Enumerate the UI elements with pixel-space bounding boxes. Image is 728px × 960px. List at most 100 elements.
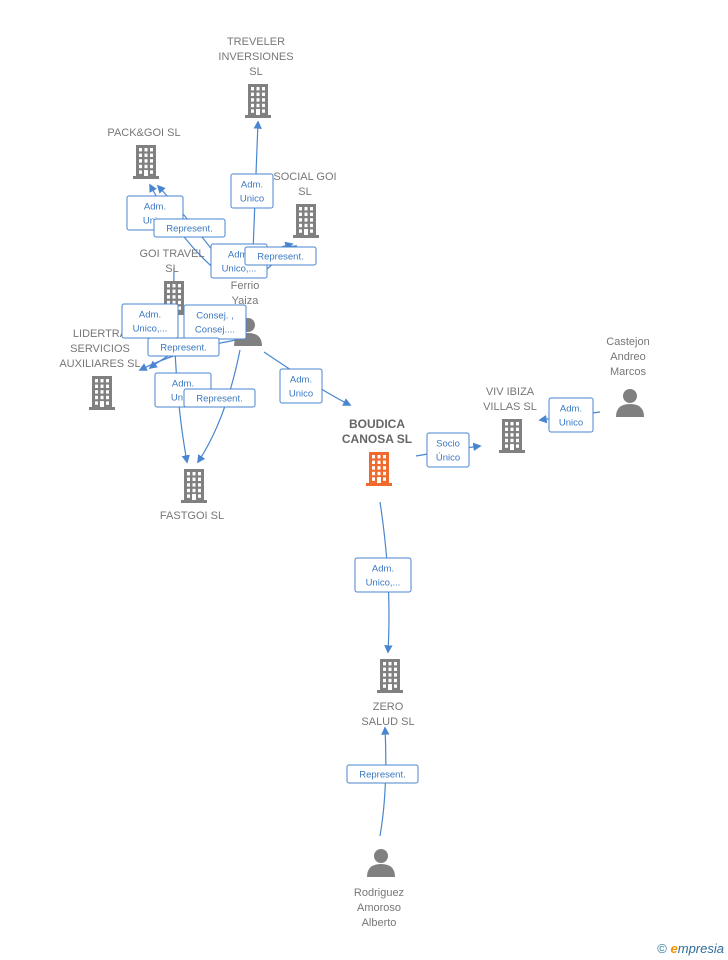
node-fastgoi[interactable]: FASTGOI SL [160, 469, 224, 522]
node-label: Yaiza [232, 295, 260, 307]
edge-label-text: Único [436, 453, 460, 464]
building-icon [366, 452, 392, 486]
edge-label-box [153, 218, 226, 238]
node-label: Amoroso [357, 902, 401, 914]
node-label: SL [298, 186, 311, 198]
node-socialgoi[interactable]: SOCIAL GOI SL [273, 171, 337, 238]
node-label: SL [165, 263, 178, 275]
edge-label-text: Unico,... [366, 578, 401, 589]
edge-label[interactable]: Adm. Unico,... [354, 557, 412, 593]
edge-label-text: Adm. [241, 180, 263, 191]
node-vivibiza[interactable]: VIV IBIZA VILLAS SL [483, 386, 537, 453]
edge-label-text: Unico [289, 389, 313, 400]
node-label: VIV IBIZA [486, 386, 535, 398]
node-label: SERVICIOS [70, 343, 130, 355]
node-label: Marcos [610, 366, 647, 378]
brand-name: mpresia [677, 941, 724, 956]
edge-label-text: Socio [436, 439, 460, 450]
node-label: SL [249, 66, 262, 78]
node-label: AUXILIARES SL [59, 358, 140, 370]
edge-label-box [244, 246, 317, 266]
node-zerosalud[interactable]: ZERO SALUD SL [361, 659, 415, 728]
person-icon [616, 389, 644, 417]
node-label: SOCIAL GOI [273, 171, 336, 183]
node-label: PACK&GOI SL [107, 127, 180, 139]
node-label: Andreo [610, 351, 645, 363]
edge-label-text: Unico,... [222, 264, 257, 275]
edge-label-box [147, 337, 220, 357]
edge-label-text: Consej.... [195, 325, 235, 336]
node-label: Ferrio [231, 280, 260, 292]
edge-label[interactable]: Adm. Unico [230, 173, 274, 209]
building-icon [499, 419, 525, 453]
node-label: GOI TRAVEL [139, 248, 204, 260]
empresia-logo[interactable]: © empresia [657, 941, 724, 956]
edge-label-box [346, 764, 419, 784]
building-icon [293, 204, 319, 238]
building-icon [181, 469, 207, 503]
edge-label-text: Unico [171, 393, 195, 404]
node-label: CANOSA SL [342, 432, 412, 446]
edge-label[interactable]: Represent. [147, 337, 220, 357]
edge-label[interactable]: Represent. [153, 218, 226, 238]
edge-label-text: Represent. [359, 770, 405, 781]
edge-labels-layer: Adm.UnicoAdm.UnicoRepresent.Adm.Unico,..… [121, 173, 594, 784]
edge-label[interactable]: Adm. Unico,... [121, 303, 179, 339]
edge-label-box [548, 397, 594, 433]
edge-label-box [230, 173, 274, 209]
edge-label-box [426, 432, 470, 468]
edge-label[interactable]: Represent. [244, 246, 317, 266]
building-icon [377, 659, 403, 693]
edge-label[interactable]: Represent. [346, 764, 419, 784]
edge-label-text: Consej. , [196, 311, 234, 322]
nodes-layer: TREVELER INVERSIONES SL PACK&GOI SL SOCIAL G… [59, 36, 649, 929]
edge-label-text: Adm. [139, 310, 161, 321]
edge-label[interactable]: Adm. Unico [279, 368, 323, 404]
node-treveler[interactable]: TREVELER INVERSIONES SL [218, 36, 294, 118]
edge-label-box [354, 557, 412, 593]
edge-label-text: Adm. [228, 250, 250, 261]
edge-label-text: Unico [559, 418, 583, 429]
edge-ferrio-to-fastgoi [197, 349, 241, 464]
node-lidertra[interactable]: LIDERTRA SERVICIOS AUXILIARES SL [59, 328, 141, 410]
node-label: SALUD SL [361, 716, 414, 728]
edge-label-text: Adm. [144, 202, 166, 213]
node-label: FASTGOI SL [160, 510, 224, 522]
edge-label[interactable]: Adm. Unico [548, 397, 594, 433]
edge-label-text: Adm. [172, 379, 194, 390]
node-label: Alberto [362, 917, 397, 929]
node-label: BOUDICA [349, 417, 405, 431]
edge-label-text: Represent. [257, 252, 303, 263]
node-label: VILLAS SL [483, 401, 537, 413]
person-icon [367, 849, 395, 877]
copyright-symbol: © [657, 941, 667, 956]
node-label: Rodriguez [354, 887, 404, 899]
node-label: INVERSIONES [218, 51, 293, 63]
edge-label-box [183, 388, 256, 408]
edge-label-text: Adm. [290, 375, 312, 386]
edge-rodriguez-to-zerosalud [379, 726, 390, 837]
edge-label-text: Represent. [166, 224, 212, 235]
edge-label[interactable]: Represent. [183, 388, 256, 408]
edge-label-text: Adm. [560, 404, 582, 415]
building-icon [245, 84, 271, 118]
edge-label-text: Adm. [372, 564, 394, 575]
node-label: TREVELER [227, 36, 285, 48]
building-icon [133, 145, 159, 179]
building-icon [89, 376, 115, 410]
edge-label-text: Represent. [196, 394, 242, 405]
edge-label[interactable]: Consej. , Consej.... [183, 304, 247, 340]
node-label: Castejon [606, 336, 649, 348]
edge-label-text: Unico,... [133, 324, 168, 335]
edge-label-box [279, 368, 323, 404]
node-label: ZERO [373, 701, 404, 713]
edge-label-text: Represent. [160, 343, 206, 354]
node-packgoi[interactable]: PACK&GOI SL [107, 127, 181, 179]
node-label: LIDERTRA [73, 328, 128, 340]
edge-label-text: Unico [240, 194, 264, 205]
